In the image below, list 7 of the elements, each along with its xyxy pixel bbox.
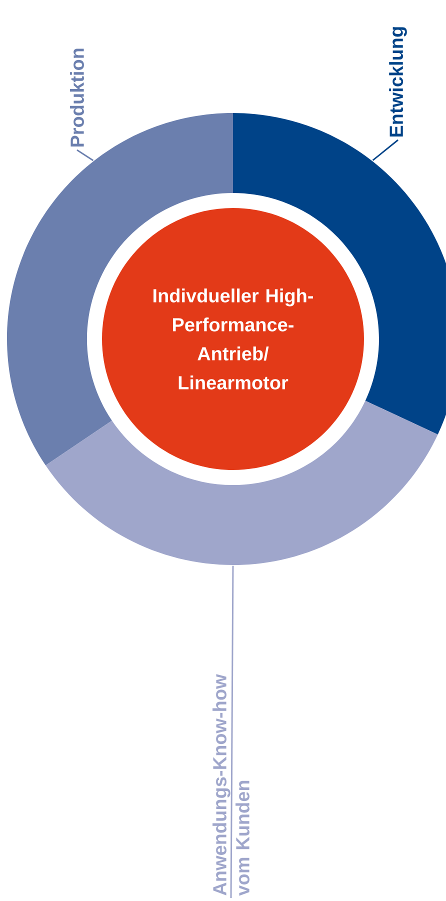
label: Anwendungs-Know-how vom Kunden xyxy=(212,674,250,896)
label: Entwicklung xyxy=(389,27,407,137)
leader-line xyxy=(372,139,398,161)
leader-line xyxy=(76,149,94,162)
ring-segment xyxy=(46,400,438,565)
label: Produktion xyxy=(70,48,84,147)
leader-line xyxy=(230,566,234,898)
